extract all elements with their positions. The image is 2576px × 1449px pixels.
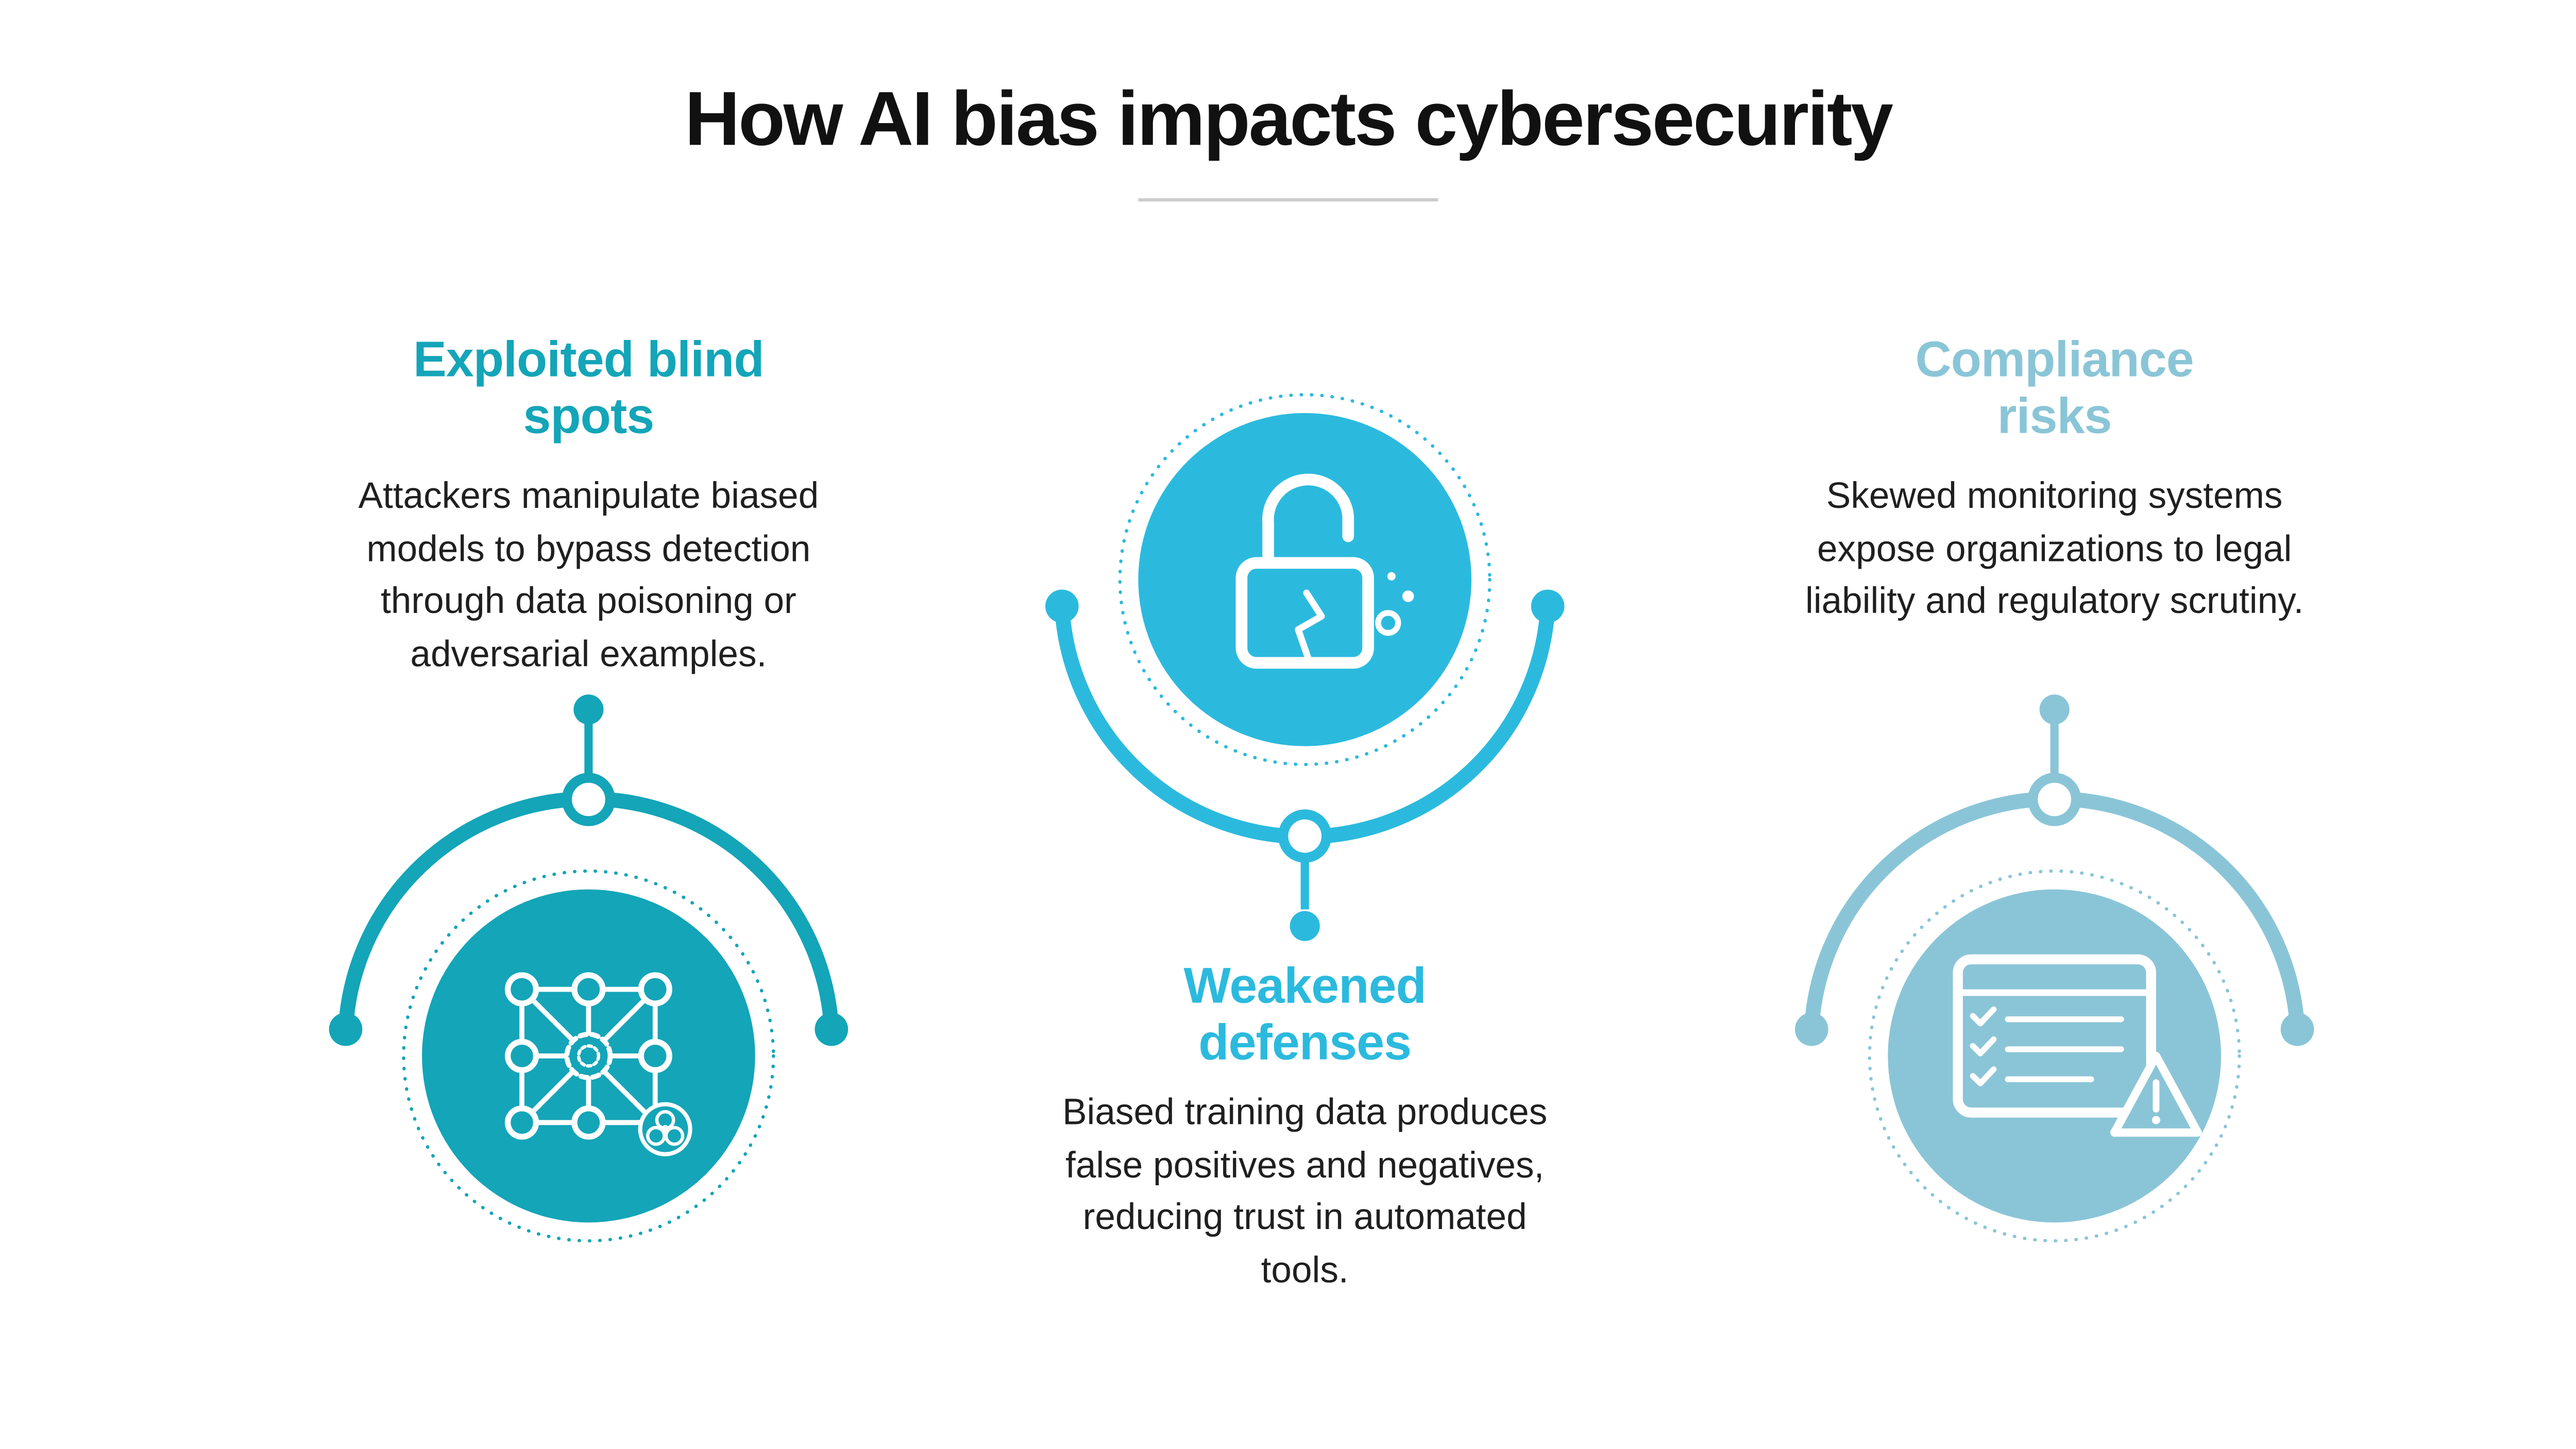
dotted-halo	[1118, 393, 1492, 766]
ornament-circle-graphic-3	[1794, 694, 2314, 1243]
arc-end-dot	[1045, 589, 1079, 623]
checklist-warning-icon	[1953, 954, 2202, 1137]
broken-padlock-icon	[1235, 473, 1414, 669]
arc-end-dot	[815, 1012, 848, 1046]
page-title: How AI bias impacts cybersecurity	[684, 75, 1893, 162]
title-divider	[1138, 198, 1438, 202]
warning-triangle	[2110, 1051, 2202, 1137]
arc-end-dot	[329, 1012, 362, 1046]
biohazard-badge	[638, 1102, 692, 1156]
section-heading: Compliance risks	[1915, 333, 2194, 444]
stem-dot	[2039, 694, 2070, 725]
stem-dot	[573, 694, 604, 725]
ornament-circle-graphic-1	[329, 694, 848, 1243]
connector-ring	[562, 773, 615, 826]
stem-dot	[1290, 911, 1320, 941]
section-body: Attackers manipulate biased models to by…	[358, 474, 819, 675]
arc-end-dot	[2280, 1012, 2314, 1046]
section-body: Skewed monitoring systems expose organiz…	[1805, 474, 2303, 622]
section-body: Biased training data produces false posi…	[1062, 1090, 1547, 1291]
dotted-halo	[401, 869, 775, 1243]
dotted-halo	[1868, 869, 2241, 1243]
icon-disc	[1887, 889, 2221, 1223]
section-heading: Exploited blind spots	[413, 333, 765, 444]
arc-end-dot	[1531, 589, 1565, 623]
ornament-circle-graphic-2	[1045, 393, 1565, 941]
connector-ring	[2027, 773, 2081, 826]
section-heading: Weakened defenses	[1183, 959, 1426, 1070]
ai-network-biohazard-icon	[504, 972, 692, 1156]
icon-disc	[1138, 413, 1471, 746]
connector-ring	[1278, 809, 1332, 863]
arc-end-dot	[1794, 1012, 1828, 1046]
